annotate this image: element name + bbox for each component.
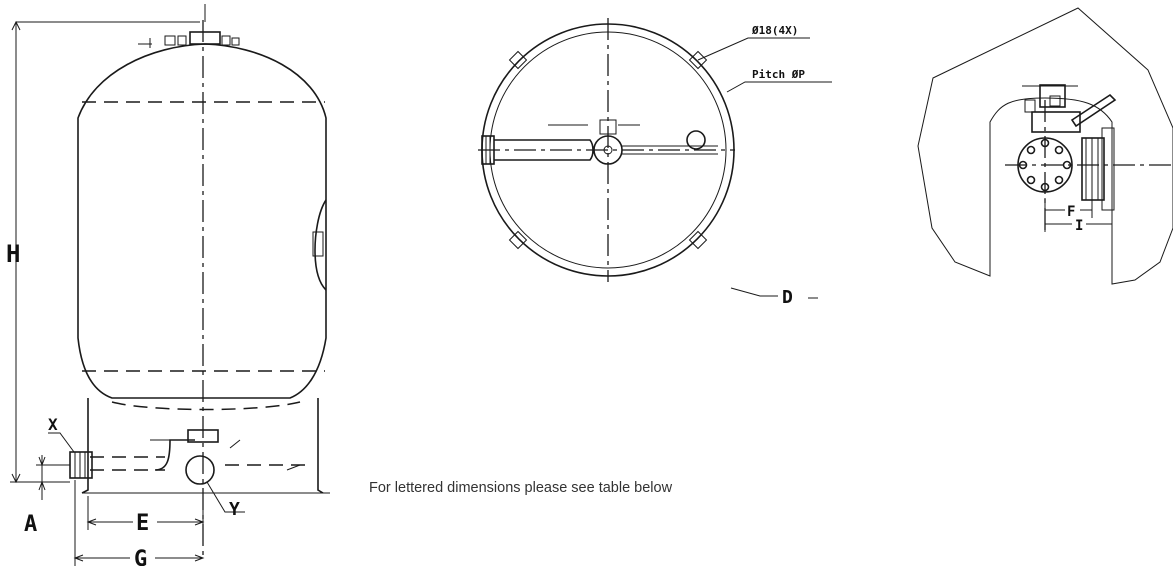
manway <box>314 199 327 291</box>
flange-detail-view: F I <box>917 7 1173 285</box>
detail-boundary <box>917 7 1173 285</box>
dimension-e <box>86 496 205 530</box>
label-i: I <box>1075 218 1083 234</box>
top-fittings <box>138 4 240 48</box>
label-a: A <box>24 512 37 537</box>
label-g: G <box>134 547 147 566</box>
label-x: X <box>48 415 58 434</box>
tank-top-view: Ø18(4X) Pitch ØP D <box>478 18 832 308</box>
label-y: Y <box>229 499 240 520</box>
support-skirt <box>81 398 324 494</box>
label-f: F <box>1067 204 1075 220</box>
dimensions-note: For lettered dimensions please see table… <box>369 480 673 496</box>
label-pitch: Pitch ØP <box>752 68 805 81</box>
label-h: H <box>6 240 20 268</box>
dimension-g <box>73 480 205 566</box>
tank-shell <box>77 43 327 399</box>
bottom-piping <box>69 429 310 485</box>
bolt-holes <box>508 50 708 250</box>
label-e: E <box>136 511 149 536</box>
label-d: D <box>782 287 793 308</box>
tank-side-view: H A E G X Y <box>6 4 330 566</box>
dimension-a <box>36 455 70 500</box>
dimension-h <box>10 20 200 484</box>
label-holes: Ø18(4X) <box>751 24 798 37</box>
